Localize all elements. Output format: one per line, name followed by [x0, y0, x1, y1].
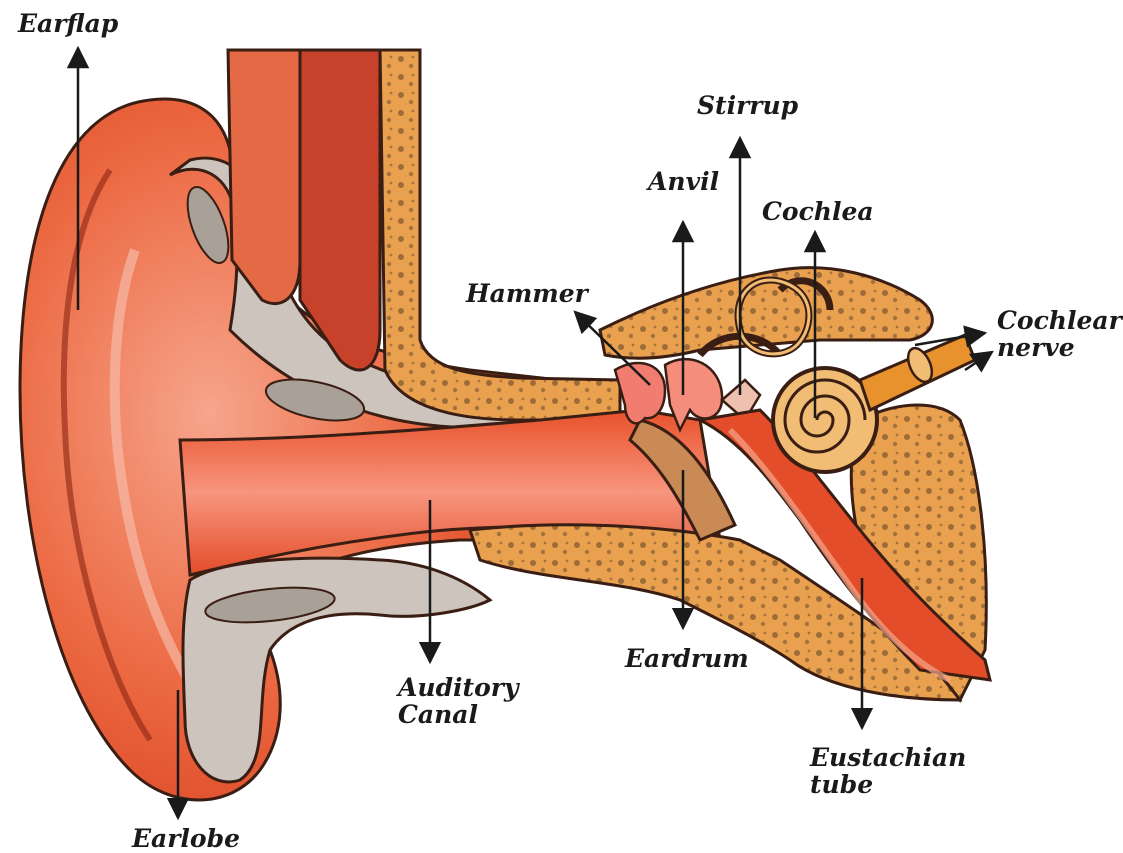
eustachian-tube-label-line1: Eustachian [810, 744, 966, 771]
stirrup-label: Stirrup [697, 92, 798, 119]
cochlea-label: Cochlea [762, 198, 874, 225]
anvil-label: Anvil [648, 168, 719, 195]
hammer-label: Hammer [466, 280, 588, 307]
earflap-label: Earflap [18, 10, 118, 37]
skull-bone-upper [380, 50, 620, 420]
eardrum-label: Eardrum [625, 645, 749, 672]
cochlear-nerve-label-line1: Cochlear [997, 307, 1122, 334]
auditory-canal-label-line2: Canal [398, 701, 478, 728]
eustachian-tube-label-line2: tube [810, 771, 873, 798]
skin-strip [228, 50, 300, 304]
auditory-canal-label-line1: Auditory [398, 674, 518, 701]
cochlear-nerve-label-line2: nerve [997, 334, 1075, 361]
earlobe-label: Earlobe [132, 825, 240, 852]
cartilage-lower [183, 558, 490, 782]
